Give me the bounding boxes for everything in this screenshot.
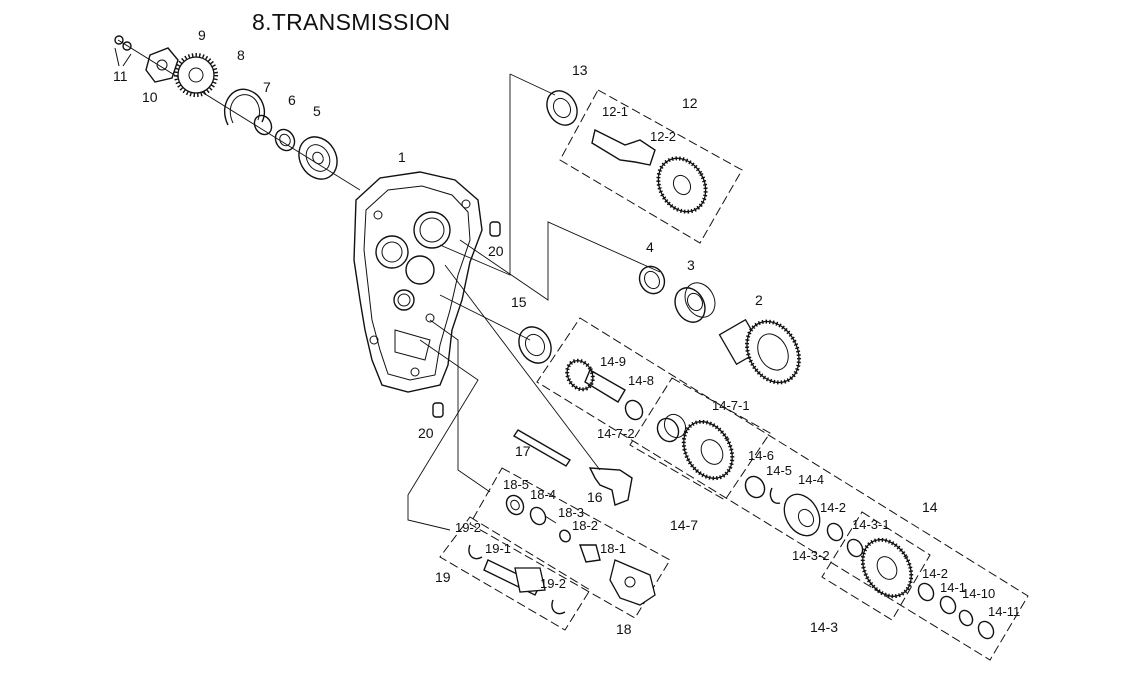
label-part-16: 16 bbox=[587, 489, 603, 505]
part-14-2-washer-a bbox=[826, 522, 844, 542]
label-part-5: 5 bbox=[313, 103, 321, 119]
part-14-11-washer bbox=[977, 620, 995, 640]
part-14-5-clip bbox=[769, 487, 781, 504]
part-labels: 1 2 3 4 5 6 7 8 9 10 11 12 12-1 12-2 13 … bbox=[113, 27, 1020, 637]
label-part-8: 8 bbox=[237, 47, 245, 63]
label-part-19-2-b: 19-2 bbox=[540, 576, 566, 591]
label-part-14-11: 14-11 bbox=[988, 604, 1020, 619]
label-part-2: 2 bbox=[755, 292, 763, 308]
gear-2 bbox=[718, 318, 801, 385]
label-part-14-4: 14-4 bbox=[798, 472, 824, 487]
part-13-bearing bbox=[546, 90, 578, 126]
part-14-7-1-gear bbox=[681, 419, 735, 481]
part-15-bearing bbox=[518, 326, 552, 364]
part-17-shaft bbox=[513, 429, 571, 467]
label-part-18-5: 18-5 bbox=[503, 477, 529, 492]
part-10-plate bbox=[145, 47, 179, 83]
label-part-20-a: 20 bbox=[488, 243, 504, 259]
part-6-washer bbox=[274, 128, 296, 152]
label-part-14-10: 14-10 bbox=[962, 586, 995, 601]
part-5-bearing bbox=[298, 136, 338, 180]
part-14-7-2-bearing bbox=[656, 413, 687, 443]
label-part-4: 4 bbox=[646, 239, 654, 255]
group-18-parts bbox=[505, 494, 656, 606]
bearing-3 bbox=[674, 282, 716, 323]
label-part-12-2: 12-2 bbox=[650, 129, 676, 144]
label-part-18-4: 18-4 bbox=[530, 487, 556, 502]
label-part-14-9: 14-9 bbox=[600, 354, 626, 369]
label-part-12: 12 bbox=[682, 95, 698, 111]
label-part-18-3: 18-3 bbox=[558, 505, 584, 520]
label-part-3: 3 bbox=[687, 257, 695, 273]
label-part-18: 18 bbox=[616, 621, 632, 637]
part-11-bolts bbox=[114, 35, 132, 67]
part-14-1-washer bbox=[939, 595, 957, 615]
part-14-9-shaft bbox=[565, 358, 626, 403]
label-part-10: 10 bbox=[142, 89, 158, 105]
label-part-14-1: 14-1 bbox=[940, 580, 966, 595]
label-part-14-7-1: 14-7-1 bbox=[712, 398, 750, 413]
label-part-14-2-a: 14-2 bbox=[820, 500, 846, 515]
transmission-case bbox=[353, 171, 483, 393]
leader-lines bbox=[117, 39, 661, 531]
part-14-3-1-gear bbox=[860, 537, 914, 599]
label-part-14-3-1: 14-3-1 bbox=[852, 517, 890, 532]
label-part-14-7-2: 14-7-2 bbox=[597, 426, 635, 441]
part-8-circlip bbox=[223, 88, 266, 126]
label-part-18-1: 18-1 bbox=[600, 541, 626, 556]
part-14-2-washer-b bbox=[917, 582, 935, 602]
label-part-11: 11 bbox=[113, 68, 128, 84]
part-9-sprocket bbox=[174, 53, 218, 97]
label-part-19: 19 bbox=[435, 569, 451, 585]
seal-4 bbox=[638, 265, 666, 295]
label-part-19-1: 19-1 bbox=[485, 541, 511, 556]
part-14-8-washer bbox=[624, 399, 644, 421]
label-part-12-1: 12-1 bbox=[602, 104, 628, 119]
group-19-parts bbox=[468, 544, 566, 615]
label-part-19-2-a: 19-2 bbox=[455, 520, 481, 535]
part-14-10-clip bbox=[958, 609, 974, 627]
label-part-14-3: 14-3 bbox=[810, 619, 838, 635]
label-part-20-b: 20 bbox=[418, 425, 434, 441]
part-20-dowels bbox=[432, 221, 501, 418]
label-part-14-7: 14-7 bbox=[670, 517, 698, 533]
label-part-14-2-b: 14-2 bbox=[922, 566, 948, 581]
label-part-15: 15 bbox=[511, 294, 527, 310]
label-part-9: 9 bbox=[198, 27, 206, 43]
part-12-shaft-gear bbox=[591, 128, 708, 214]
label-part-18-2: 18-2 bbox=[572, 518, 598, 533]
diagram-title: 8.TRANSMISSION bbox=[252, 9, 450, 35]
part-14-4-hub bbox=[783, 493, 821, 537]
label-part-7: 7 bbox=[263, 79, 271, 95]
part-16-fork bbox=[588, 467, 633, 506]
label-part-17: 17 bbox=[515, 443, 531, 459]
part-14-6-washer bbox=[744, 475, 766, 499]
label-part-1: 1 bbox=[398, 149, 406, 165]
part-7-ring bbox=[253, 114, 273, 136]
group-boxes bbox=[439, 89, 1029, 661]
label-part-14-6: 14-6 bbox=[748, 448, 774, 463]
label-part-13: 13 bbox=[572, 62, 588, 78]
label-part-14-3-2: 14-3-2 bbox=[792, 548, 830, 563]
label-part-6: 6 bbox=[288, 92, 296, 108]
label-part-14: 14 bbox=[922, 499, 938, 515]
label-part-14-5: 14-5 bbox=[766, 463, 792, 478]
part-14-3-2-bush bbox=[846, 538, 864, 558]
label-part-14-8: 14-8 bbox=[628, 373, 654, 388]
